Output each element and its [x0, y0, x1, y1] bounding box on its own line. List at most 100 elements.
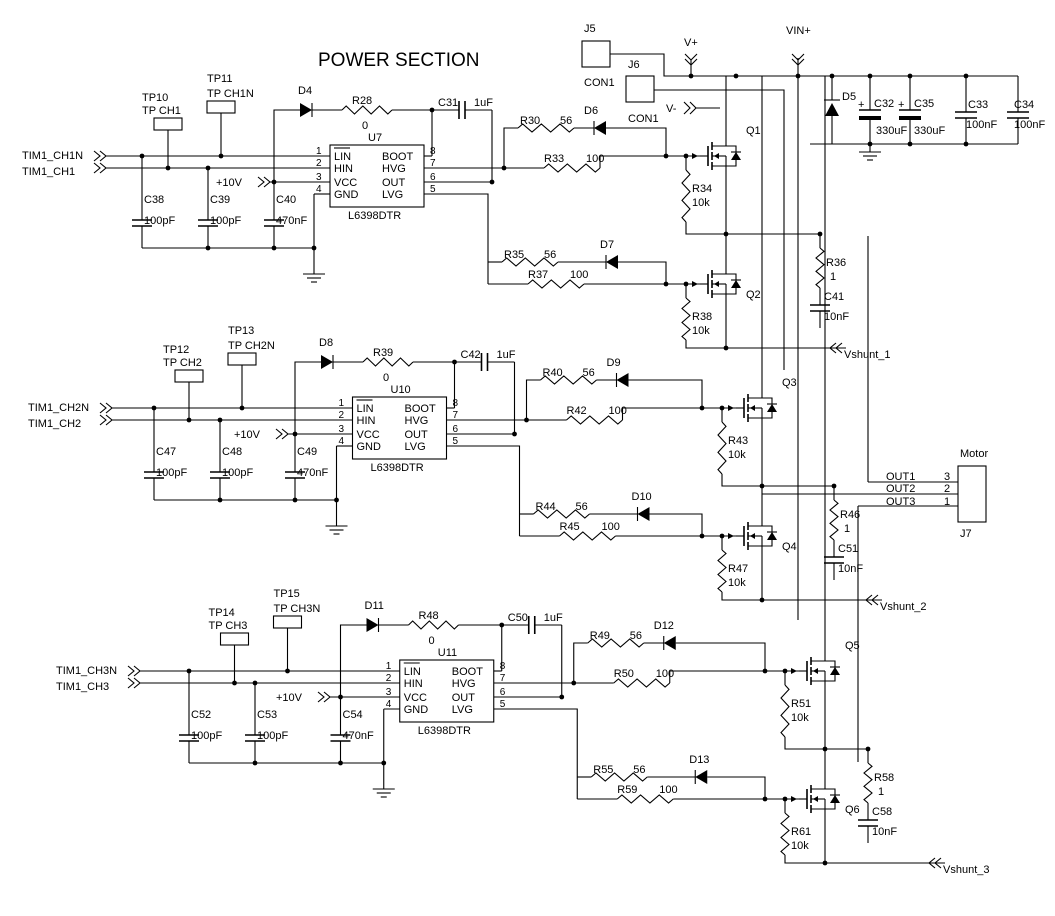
ic-pin-number: 3: [339, 424, 345, 435]
ic-ref: U10: [391, 384, 411, 396]
cap-ref: C52: [191, 709, 211, 721]
c33-value: 100nF: [966, 119, 997, 131]
tp-ref: TP13: [228, 325, 254, 337]
res-ref: R49: [590, 630, 610, 642]
cap-ref: C48: [222, 446, 242, 458]
ic-pin-number: 6: [430, 172, 436, 183]
res-ref: R37: [528, 269, 548, 281]
tp-name: TP CH2N: [228, 340, 275, 352]
ic-pin-hvg: HVG: [452, 678, 476, 690]
cap-value: 10nF: [838, 563, 863, 575]
cap-value: 100pF: [257, 730, 288, 742]
ic-pin-gnd: GND: [357, 441, 382, 453]
res-value: 0: [362, 120, 368, 132]
cap-value: 1uF: [544, 612, 563, 624]
input-label: TIM1_CH2: [28, 418, 81, 430]
ic-pin-number: 3: [386, 687, 392, 698]
res-ref: R36: [826, 257, 846, 269]
res-ref: R39: [373, 347, 393, 359]
res-value: 56: [544, 249, 556, 261]
cap-ref: C47: [156, 446, 176, 458]
svg-text:3: 3: [944, 471, 950, 483]
cap-ref: C39: [210, 194, 230, 206]
ic-pin-number: 8: [453, 398, 459, 409]
c32-value: 330uF: [876, 125, 907, 137]
gate-driver-ic: [399, 659, 495, 723]
j5-label: J5: [584, 23, 596, 35]
test-point: [219, 632, 250, 646]
tp-name: TP CH3: [209, 620, 248, 632]
j6-con-label: CON1: [628, 113, 659, 125]
ic-pin-out: OUT: [452, 692, 476, 704]
ic-pin-number: 7: [500, 673, 506, 684]
res-ref: R40: [543, 367, 563, 379]
res-value: 100: [659, 784, 677, 796]
res-value: 56: [576, 501, 588, 513]
svg-text:+: +: [858, 99, 864, 111]
out1-label: OUT1: [886, 471, 915, 483]
j7-label: J7: [960, 528, 972, 540]
res-ref: R47: [728, 563, 748, 575]
tp-ref: TP12: [163, 344, 189, 356]
ic-pin-number: 5: [453, 436, 459, 447]
res-ref: R30: [520, 115, 540, 127]
res-ref: R28: [352, 95, 372, 107]
ic-pin-number: 1: [316, 146, 322, 157]
cap-value: 470nF: [343, 730, 374, 742]
c35-value: 330uF: [914, 125, 945, 137]
cap-ref: C42: [461, 349, 481, 361]
power-input-section: J5 CON1 J6 CON1 V+ VIN+ V- D5 + C32 330u: [581, 23, 1045, 620]
cap-value: 10nF: [872, 826, 897, 838]
motor-connector: Motor J7 OUT1 OUT2 OUT3 3 2 1: [762, 236, 988, 762]
cap-ref: C31: [438, 97, 458, 109]
ic-part-number: L6398DTR: [418, 725, 471, 737]
ic-pin-number: 8: [430, 146, 436, 157]
cap-value: 1uF: [497, 349, 516, 361]
vshunt-label: Vshunt_1: [844, 349, 890, 361]
res-ref: R35: [504, 249, 524, 261]
res-value: 1: [830, 271, 836, 283]
vplus-label: V+: [684, 37, 698, 49]
cap-value: 100pF: [156, 467, 187, 479]
cap-value: 10nF: [824, 311, 849, 323]
ic-pin-boot: BOOT: [382, 151, 413, 163]
res-value: 100: [609, 405, 627, 417]
c35-label: C35: [914, 98, 934, 110]
res-value: 10k: [791, 840, 809, 852]
res-ref: R51: [791, 698, 811, 710]
diode-ref: D6: [584, 105, 598, 117]
supply-10v-label: +10V: [276, 692, 303, 704]
schematic-title: POWER SECTION: [318, 50, 480, 71]
ic-pin-vcc: VCC: [357, 429, 380, 441]
tp-name: TP CH1N: [207, 88, 254, 100]
ic-pin-out: OUT: [382, 177, 406, 189]
j5-con-label: CON1: [584, 77, 615, 89]
ic-pin-hin: HIN: [404, 678, 423, 690]
ic-pin-number: 5: [500, 699, 506, 710]
ic-pin-boot: BOOT: [405, 403, 436, 415]
cap-ref: C49: [297, 446, 317, 458]
c32-label: C32: [874, 98, 894, 110]
res-value: 100: [656, 668, 674, 680]
vin-label: VIN+: [786, 25, 811, 37]
res-ref: R42: [567, 405, 587, 417]
res-ref: R33: [544, 153, 564, 165]
diode-ref: D13: [689, 754, 709, 766]
cap-value: 100pF: [191, 730, 222, 742]
c34-label: C34: [1014, 99, 1034, 111]
cap-ref: C51: [838, 543, 858, 555]
res-value: 100: [570, 269, 588, 281]
ic-pin-hvg: HVG: [382, 163, 406, 175]
ic-pin-number: 1: [386, 661, 392, 672]
svg-text:1: 1: [944, 496, 950, 508]
res-ref: R58: [874, 772, 894, 784]
ic-pin-number: 5: [430, 184, 436, 195]
mosfet-label: Q4: [782, 541, 797, 553]
cap-ref: C50: [508, 612, 528, 624]
ic-pin-boot: BOOT: [452, 666, 483, 678]
ic-pin-hin: HIN: [357, 415, 376, 427]
tp-ref: TP14: [209, 607, 235, 619]
